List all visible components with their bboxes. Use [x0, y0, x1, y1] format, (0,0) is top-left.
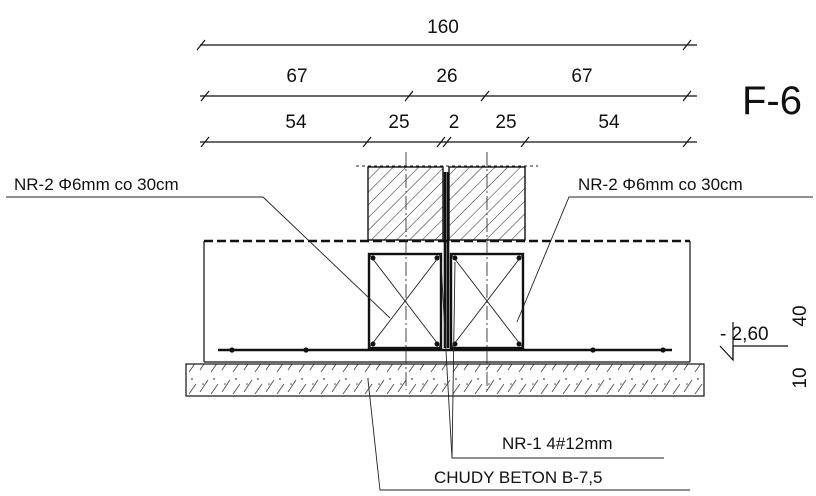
left-wall — [367, 166, 444, 241]
bottom-bar-dots — [229, 347, 666, 353]
height-dimensions: 40 10 — [790, 305, 811, 388]
drawing-title: F-6 — [742, 79, 802, 123]
dim-right-wall: 25 — [495, 112, 516, 133]
level-value: - 2,60 — [720, 324, 769, 345]
label-lean-concrete: CHUDY BETON B-7,5 — [434, 468, 602, 487]
dim-center-width: 26 — [436, 66, 457, 87]
label-main-rebar: NR-1 4#12mm — [502, 434, 613, 453]
dim-left-wall: 25 — [388, 112, 409, 133]
dim-overall-width: 160 — [427, 17, 459, 38]
dimension-row-3: 54 25 2 25 54 — [200, 112, 697, 148]
reinforcement — [218, 172, 672, 353]
left-stirrup — [367, 252, 443, 350]
label-stirrups-left: NR-2 Φ6mm co 30cm — [14, 175, 179, 194]
leader-lines — [6, 196, 813, 491]
level-mark: - 2,60 — [719, 322, 788, 362]
dim-left-outer: 54 — [285, 112, 307, 133]
label-stirrups-right: NR-2 Φ6mm co 30cm — [578, 175, 743, 194]
dimension-row-2: 67 26 67 — [200, 66, 697, 102]
lean-concrete-layer — [185, 363, 705, 397]
dim-base-height: 10 — [790, 367, 811, 388]
dim-left-overhang: 67 — [286, 66, 307, 87]
wall-axes — [405, 152, 488, 390]
dim-right-outer: 54 — [598, 112, 620, 133]
dim-gap: 2 — [449, 112, 460, 133]
dim-right-overhang: 67 — [571, 66, 592, 87]
dimension-row-overall: 160 — [196, 17, 697, 51]
dim-footing-height: 40 — [790, 305, 811, 326]
